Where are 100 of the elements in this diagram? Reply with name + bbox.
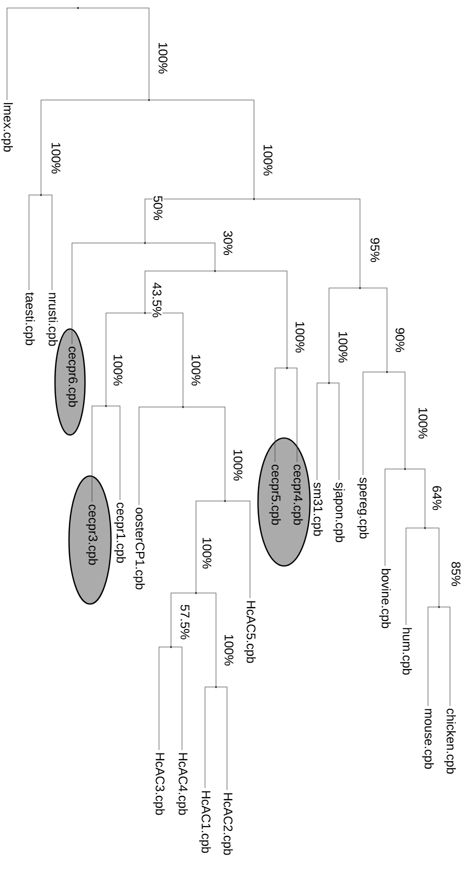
- tree-branch: [328, 288, 359, 382]
- highlight-ellipse: [257, 437, 311, 567]
- leaf-label: HcAC1.cpb: [199, 791, 211, 853]
- tree-branch: [144, 198, 253, 242]
- leaf-label: nrusti.cpb: [46, 293, 58, 346]
- edge-label: 100%: [418, 406, 428, 440]
- edge-label: 100%: [224, 633, 234, 667]
- edge-label: 43.5%: [152, 281, 162, 319]
- leaf-label: sm31.cpb: [311, 482, 323, 536]
- edge-label: 100%: [112, 353, 124, 387]
- tree-branch: [158, 646, 170, 750]
- branch-point: [144, 242, 146, 244]
- tree-branch: [107, 406, 120, 500]
- tree-branch: [146, 312, 184, 406]
- leaf-label: HcAC5.cpb: [244, 601, 256, 663]
- edge-label: 57.5%: [180, 603, 190, 641]
- branch-point: [148, 98, 150, 102]
- branch-point: [214, 270, 216, 272]
- edge-label: 100%: [158, 41, 168, 75]
- tree-branch: [72, 242, 144, 344]
- tree-branch: [150, 100, 254, 198]
- tree-branch: [28, 194, 40, 290]
- edge-label: 100%: [190, 353, 202, 387]
- tree-branch: [288, 368, 298, 462]
- edge-label: 100%: [232, 448, 244, 482]
- tree-branch: [92, 406, 105, 502]
- tree-branch: [196, 500, 224, 592]
- tree-branch: [138, 406, 182, 506]
- branch-point: [182, 406, 184, 408]
- branch-point: [438, 606, 440, 608]
- tree-branch: [428, 606, 438, 706]
- leaf-label: spereg.cpb: [357, 478, 369, 539]
- branch-point: [104, 404, 108, 408]
- branch-point: [214, 686, 218, 688]
- tree-branch: [330, 382, 340, 480]
- tree-branch: [6, 8, 77, 100]
- leaf-label: mouse.cpb: [422, 709, 434, 769]
- tree-branch: [217, 686, 228, 790]
- tree-branch: [216, 270, 288, 367]
- branch-point: [286, 366, 288, 370]
- tree-branch: [144, 270, 214, 312]
- edge-label: 85%: [450, 560, 462, 588]
- branch-point: [386, 370, 388, 374]
- branch-point: [194, 592, 198, 594]
- branch-point: [224, 500, 226, 502]
- leaf-label: HcAC4.cpb: [176, 753, 188, 815]
- leaf-label: oosterCP1.cpb: [133, 508, 145, 590]
- tree-branch: [79, 8, 150, 99]
- tree-branch: [316, 382, 328, 480]
- tree-branch: [362, 372, 386, 476]
- tree-branch: [388, 372, 406, 468]
- tree-branch: [226, 500, 250, 598]
- edge-label: 50%: [152, 194, 164, 222]
- leaf-label: bovine.cpb: [379, 569, 391, 628]
- leaf-label: taesti.cpb: [23, 292, 35, 346]
- tree-branch: [440, 606, 450, 706]
- leaf-label: cecpr3.cpb: [86, 504, 98, 565]
- edge-label: 90%: [394, 326, 406, 354]
- leaf-label: sjapon.cpb: [333, 482, 345, 542]
- branch-point: [76, 6, 80, 10]
- branch-point: [40, 194, 42, 196]
- edge-label: 95%: [370, 236, 380, 264]
- edge-label: 100%: [262, 143, 274, 177]
- branch-point: [144, 312, 146, 314]
- tree-branch: [170, 592, 195, 646]
- tree-branch: [172, 646, 182, 750]
- tree-branch: [255, 198, 360, 287]
- edge-label: 64%: [432, 484, 442, 512]
- branch-point: [358, 286, 362, 290]
- edge-label: 100%: [338, 330, 348, 364]
- tree-branch: [40, 100, 148, 194]
- leaf-label: cecpr5.cpb: [269, 464, 281, 525]
- tree-branch: [406, 468, 426, 527]
- tree-branch: [106, 312, 144, 405]
- leaf-label: cecpr1.cpb: [114, 502, 126, 563]
- tree-branch: [361, 288, 388, 371]
- leaf-label: HcAC3.cpb: [153, 753, 165, 815]
- edge-label: 100%: [50, 141, 62, 175]
- leaf-label: cecpr4.cpb: [291, 464, 303, 525]
- branch-point: [170, 646, 172, 648]
- leaf-label: cecpr6.cpb: [66, 346, 78, 407]
- highlight-ellipse: [68, 475, 112, 605]
- branch-point: [328, 382, 330, 384]
- tree-branch: [197, 592, 216, 686]
- tree-branch: [426, 528, 440, 606]
- leaf-label: hum.cpb: [400, 628, 412, 675]
- edge-label: 100%: [294, 320, 306, 354]
- edge-label: 30%: [222, 230, 234, 256]
- branch-point: [252, 198, 256, 200]
- branch-point: [424, 526, 426, 530]
- tree-branch: [204, 686, 215, 788]
- tree-branch: [274, 368, 286, 462]
- leaf-label: HcAC2.cpb: [221, 793, 233, 855]
- tree-branch: [42, 194, 52, 290]
- tree-branch: [184, 406, 226, 500]
- tree-branch: [146, 242, 216, 270]
- leaf-label: lmex.cpb: [1, 103, 13, 152]
- tree-branch: [384, 468, 404, 566]
- leaf-label: chicken.cpb: [444, 708, 456, 774]
- edge-label: 100%: [202, 536, 212, 570]
